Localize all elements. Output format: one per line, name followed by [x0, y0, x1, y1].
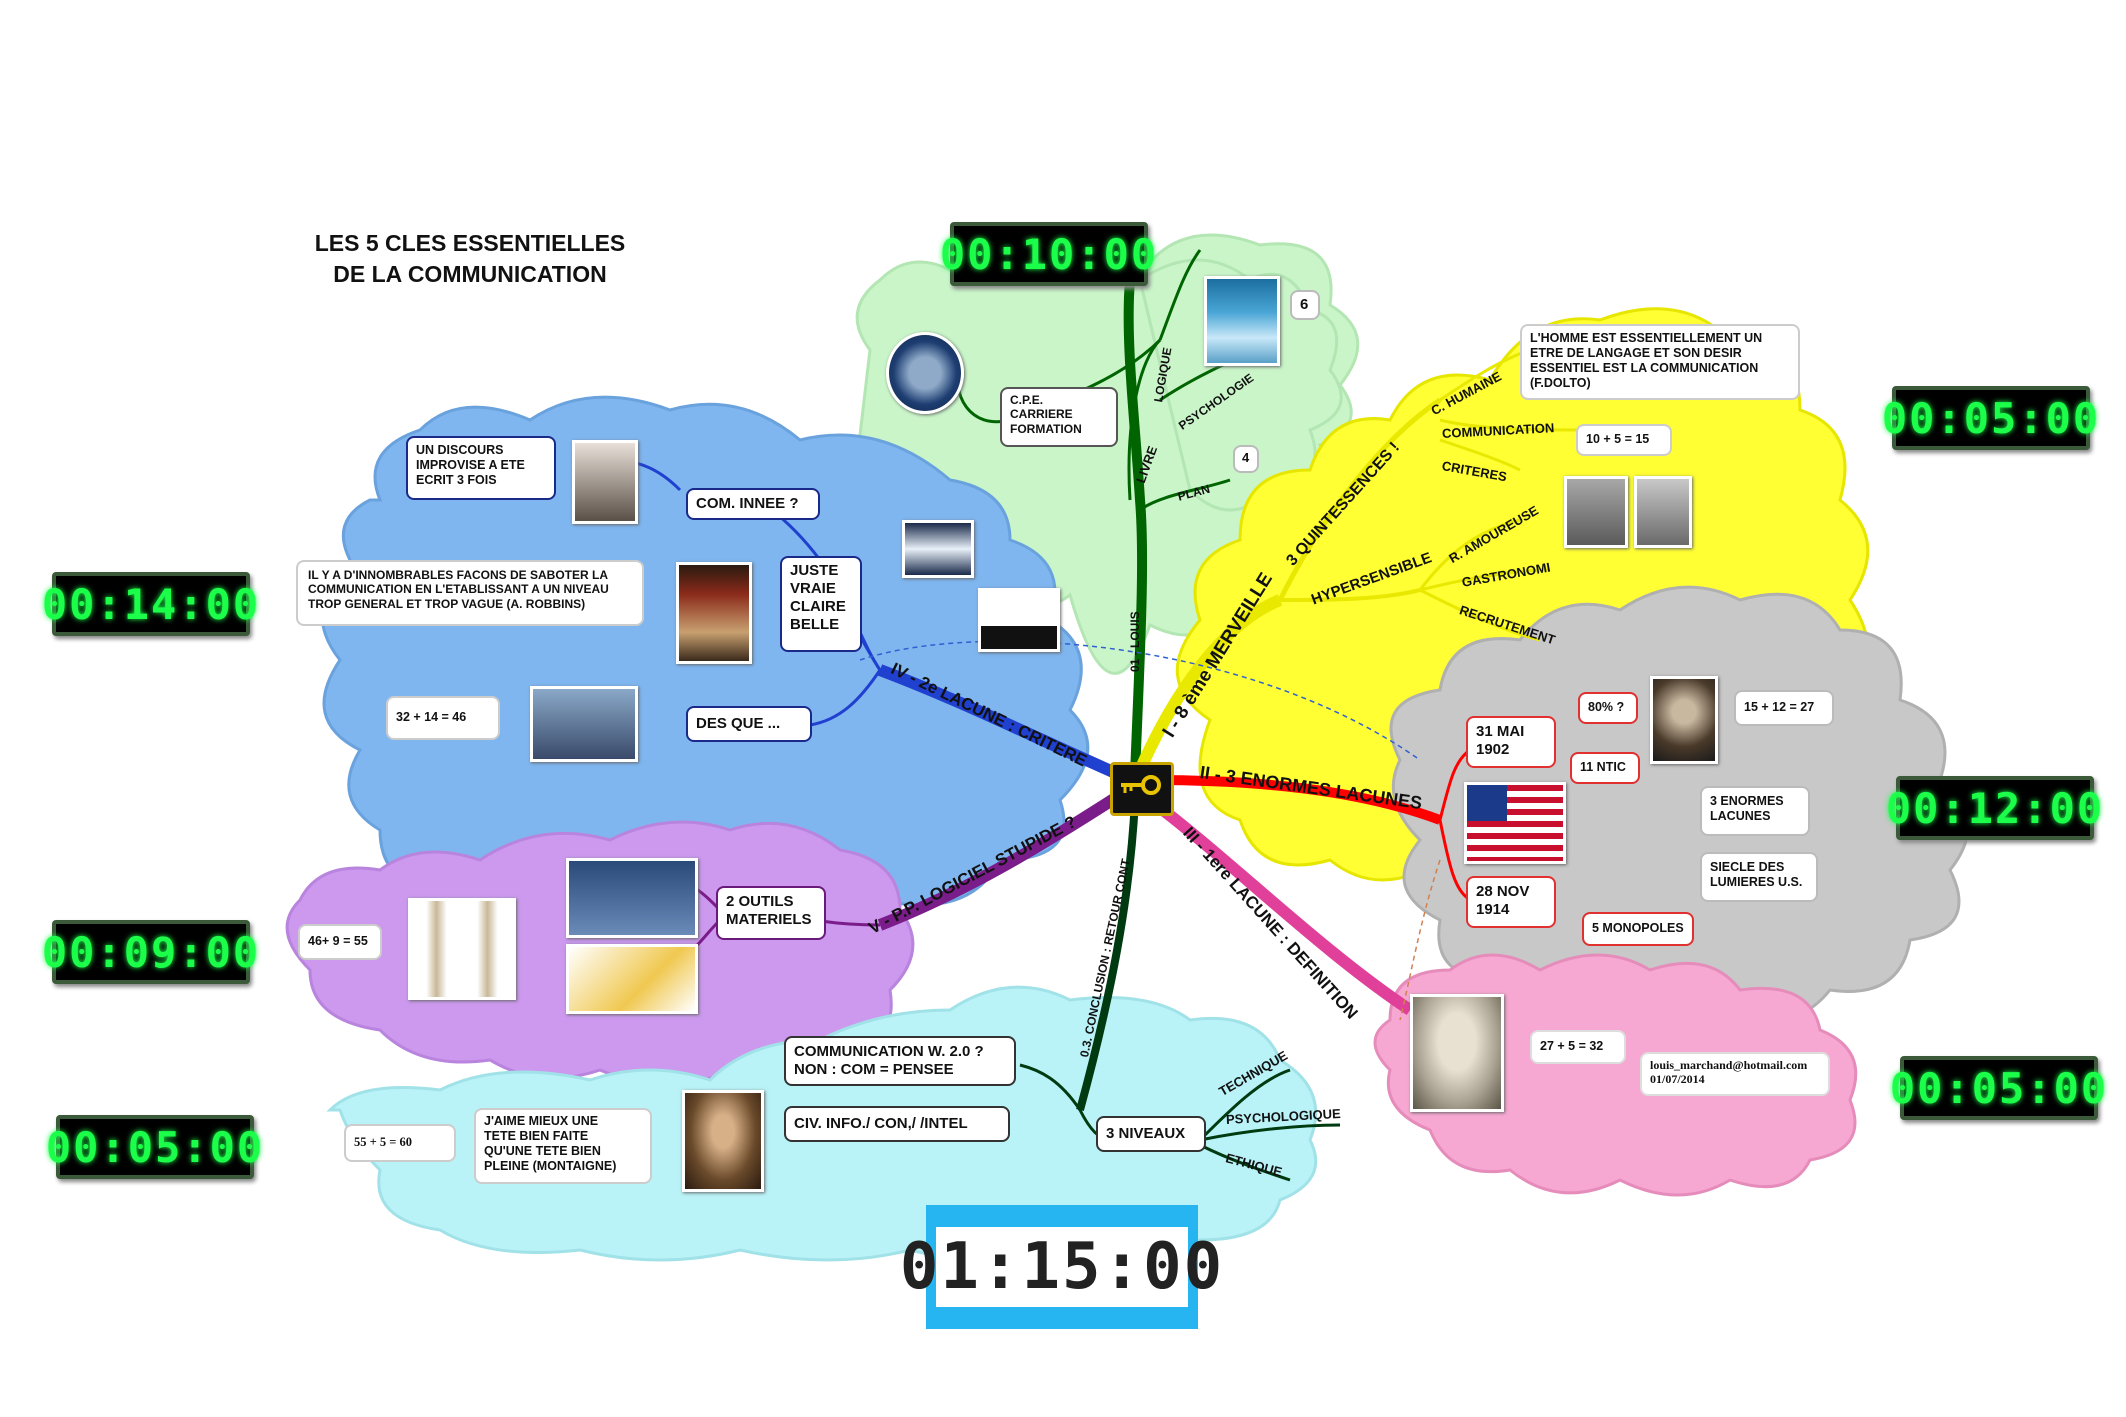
- b6-pillar-image: [408, 898, 516, 1000]
- b2-photo-2: [1634, 476, 1692, 548]
- branch-b3: [1149, 775, 1442, 825]
- b4-calc-box[interactable]: 27 + 5 = 32: [1530, 1030, 1626, 1064]
- branch-b1: [1123, 279, 1148, 776]
- timer-left-09[interactable]: 00:09:00: [41, 920, 261, 984]
- b5-juste-box[interactable]: JUSTE VRAIE CLAIRE BELLE: [780, 556, 862, 652]
- b5-photo-man: [572, 440, 638, 524]
- b3-ntic-box[interactable]: 11 NTIC: [1570, 752, 1640, 784]
- branch-b5: [877, 664, 1123, 781]
- timer-left-09-value: 00:09:00: [41, 927, 261, 977]
- timer-left-14[interactable]: 00:14:00: [41, 572, 261, 636]
- timer-total-face: 01:15:00: [899, 1227, 1225, 1307]
- b7-montaigne-box[interactable]: J'AIME MIEUX UNE TETE BIEN FAITE QU'UNE …: [474, 1108, 652, 1184]
- b1-portrait-image: [886, 332, 964, 414]
- timer-right-05-bottom[interactable]: 00:05:00: [1889, 1056, 2109, 1120]
- b5-saboter-box[interactable]: IL Y A D'INNOMBRABLES FACONS DE SABOTER …: [296, 560, 644, 626]
- b2-calc-box[interactable]: 10 + 5 = 15: [1576, 424, 1672, 456]
- b1-book-cover-image: [1204, 276, 1280, 366]
- key-icon: [1121, 775, 1161, 795]
- b4-email-box[interactable]: louis_marchand@hotmail.com 01/07/2014: [1640, 1052, 1830, 1096]
- timer-top[interactable]: 00:10:00: [939, 222, 1159, 286]
- timer-left-05[interactable]: 00:05:00: [45, 1115, 265, 1179]
- center-node[interactable]: [1110, 762, 1174, 816]
- b1-cpe-box[interactable]: C.P.E. CARRIERE FORMATION: [1000, 387, 1118, 447]
- b3-date2-box[interactable]: 28 NOV 1914: [1466, 876, 1556, 928]
- b3-date1-box[interactable]: 31 MAI 1902: [1466, 716, 1556, 768]
- b6-calc-box[interactable]: 46+ 9 = 55: [298, 924, 382, 960]
- b5-com-innee-box[interactable]: COM. INNEE ?: [686, 488, 820, 520]
- timer-right-12[interactable]: 00:12:00: [1885, 776, 2105, 840]
- b3-portrait-image: [1650, 676, 1718, 764]
- b5-discours-box[interactable]: UN DISCOURS IMPROVISE A ETE ECRIT 3 FOIS: [406, 436, 556, 500]
- b1-main-label: 01 - LOUIS: [1128, 611, 1142, 672]
- b7-niveaux-box[interactable]: 3 NIVEAUX: [1096, 1116, 1206, 1152]
- b1-num4[interactable]: 4: [1233, 445, 1259, 473]
- timer-left-14-value: 00:14:00: [41, 579, 261, 629]
- b3-monopoles-box[interactable]: 5 MONOPOLES: [1582, 912, 1694, 946]
- b5-silhouette-image: [978, 588, 1060, 652]
- b5-iceberg-image: [902, 520, 974, 578]
- b5-portrait-image: [530, 686, 638, 762]
- timer-right-05-bottom-value: 00:05:00: [1889, 1063, 2109, 1113]
- b3-pct-box[interactable]: 80% ?: [1578, 692, 1638, 724]
- timer-left-05-value: 00:05:00: [45, 1122, 265, 1172]
- timer-top-value: 00:10:00: [939, 229, 1159, 279]
- timer-total-value: 01:15:00: [899, 1230, 1225, 1304]
- b3-lacunes-box[interactable]: 3 ENORMES LACUNES: [1700, 786, 1810, 836]
- timer-total[interactable]: 01:15:00: [899, 1205, 1225, 1329]
- b3-siecle-box[interactable]: SIECLE DES LUMIERES U.S.: [1700, 852, 1818, 902]
- branch-b6: [877, 789, 1124, 931]
- timer-right-05-top[interactable]: 00:05:00: [1881, 386, 2101, 450]
- page-title: LES 5 CLES ESSENTIELLES DE LA COMMUNICAT…: [314, 230, 626, 288]
- b7-civ-box[interactable]: CIV. INFO./ CON,/ /INTEL: [784, 1106, 1010, 1142]
- b5-calc-box[interactable]: 32 + 14 = 46: [386, 696, 500, 740]
- b5-book-image: [676, 562, 752, 664]
- b6-powerpoint-image: [566, 944, 698, 1014]
- branch-b4: [1146, 795, 1414, 1015]
- b6-bill-gates-image: [566, 858, 698, 938]
- b3-calc-box[interactable]: 15 + 12 = 27: [1734, 690, 1834, 726]
- branch-b2: [1134, 594, 1283, 773]
- b7-com20-box[interactable]: COMMUNICATION W. 2.0 ? NON : COM = PENSE…: [784, 1036, 1016, 1086]
- us-flag-icon: [1464, 782, 1566, 864]
- timer-right-12-value: 00:12:00: [1885, 783, 2105, 833]
- b7-montaigne-portrait: [682, 1090, 764, 1192]
- b4-bust-image: [1410, 994, 1504, 1112]
- b6-outils-box[interactable]: 2 OUTILS MATERIELS: [716, 886, 826, 940]
- b7-calc-box[interactable]: 55 + 5 = 60: [344, 1124, 456, 1162]
- branch-b7: [1076, 799, 1139, 1112]
- b5-desque-box[interactable]: DES QUE ...: [686, 706, 812, 742]
- b2-quote-box[interactable]: L'HOMME EST ESSENTIELLEMENT UN ETRE DE L…: [1520, 324, 1800, 400]
- b2-photo-1: [1564, 476, 1628, 548]
- timer-right-05-top-value: 00:05:00: [1881, 393, 2101, 443]
- b1-num6[interactable]: 6: [1290, 290, 1320, 320]
